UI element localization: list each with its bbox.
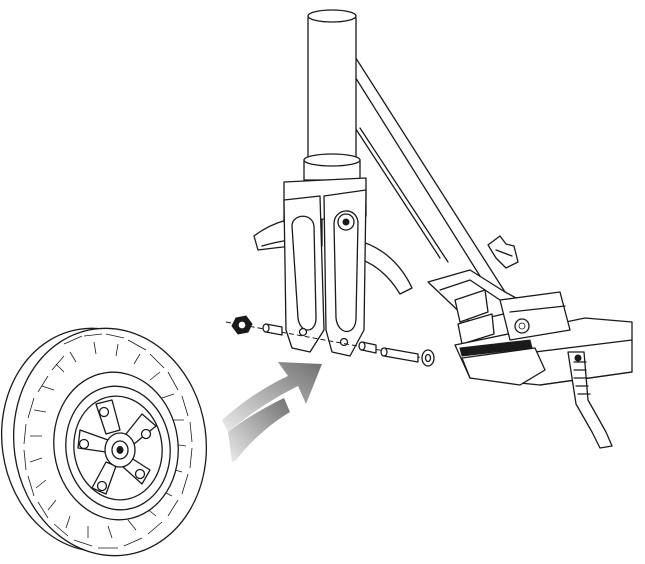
steering-tube xyxy=(303,9,361,181)
axle-hardware xyxy=(225,315,435,367)
frame-deck xyxy=(349,51,633,386)
washer xyxy=(421,349,435,367)
curved-arrow-icon xyxy=(222,362,322,462)
front-wheel xyxy=(0,327,208,557)
scooter-front-fork xyxy=(253,177,413,357)
folding-knob xyxy=(487,235,519,269)
spacer xyxy=(358,341,377,354)
kickstand xyxy=(567,351,613,449)
spacer xyxy=(262,323,283,336)
axle-bolt xyxy=(380,347,419,363)
nut xyxy=(231,315,253,335)
